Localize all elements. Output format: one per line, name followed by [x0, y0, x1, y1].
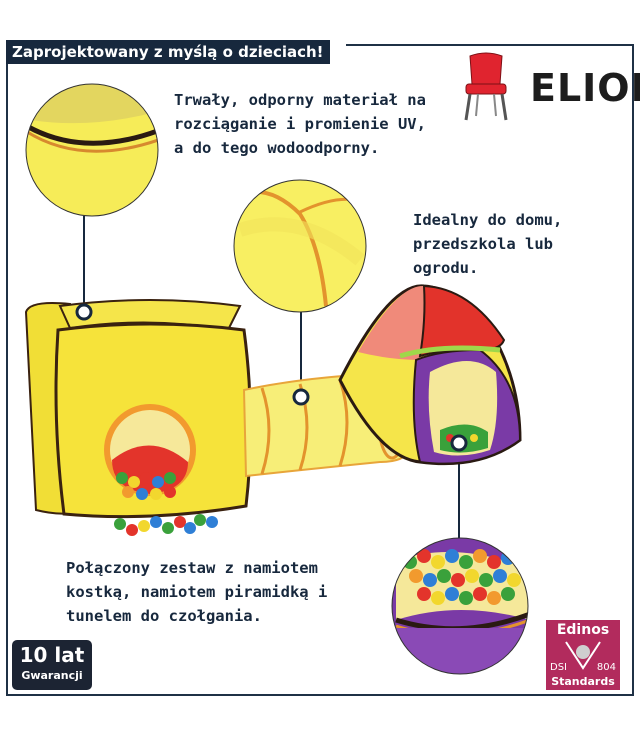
- callout-anchor-b: [292, 388, 310, 406]
- headline-banner: Zaprojektowany z myślą o dzieciach!: [6, 40, 330, 64]
- fabric-detail-callout: [25, 83, 159, 217]
- balls-detail-callout: [391, 537, 529, 675]
- edinos-standards: Standards: [551, 675, 615, 688]
- warranty-badge: 10 lat Gwarancji: [12, 640, 92, 690]
- edinos-seal-icon: [565, 641, 601, 670]
- callout-anchor-a: [75, 303, 93, 321]
- callout-anchor-c: [450, 434, 468, 452]
- caption-usage: Idealny do domu, przedszkola lub ogrodu.: [413, 211, 563, 277]
- chair-icon: [464, 52, 508, 121]
- frame-bottom-line: [6, 694, 634, 696]
- play-balls: [114, 472, 218, 536]
- frame-top-line: [346, 44, 634, 46]
- edinos-title: Edinos: [556, 622, 610, 638]
- edinos-badge: Edinos DSI 804 Standards: [546, 620, 620, 690]
- edinos-dsi: DSI: [550, 662, 567, 673]
- frame-left-line: [6, 56, 8, 696]
- brand-name: ELIOR: [530, 66, 640, 110]
- caption-set: Połączony zestaw z namiotem kostką, nami…: [66, 559, 328, 625]
- warranty-years: 10 lat: [19, 643, 85, 667]
- caption-material: Trwały, odporny materiał na rozciąganie …: [174, 91, 426, 157]
- frame-right-line: [632, 44, 634, 696]
- tunnel-detail-callout: [233, 179, 367, 313]
- edinos-number: 804: [596, 662, 616, 673]
- warranty-label: Gwarancji: [21, 669, 83, 682]
